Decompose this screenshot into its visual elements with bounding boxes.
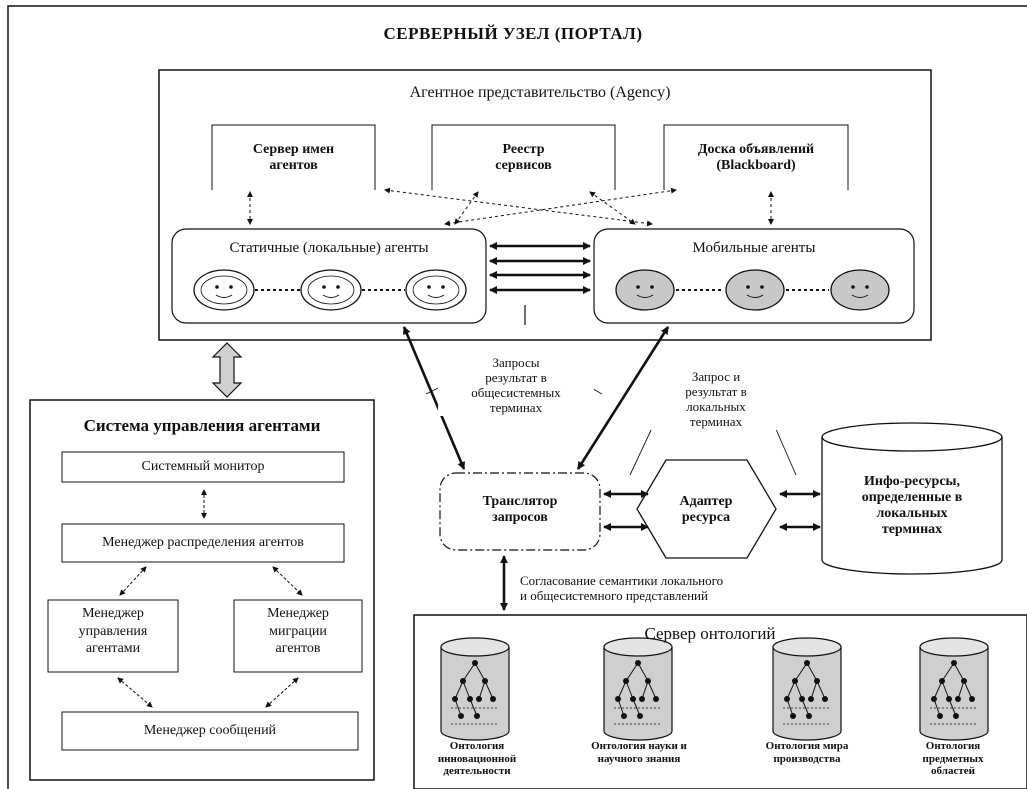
- agent-name-server-box: [211, 124, 376, 190]
- static-agents-box: [171, 228, 487, 324]
- agency-title: Агентное представительство (Agency): [409, 84, 671, 101]
- static-agent-face-icon: [405, 269, 467, 311]
- ams-title: Система управления агентами: [83, 416, 321, 435]
- message-manager-label: Менеджер сообщений: [143, 723, 277, 738]
- blackboard-label: Доска объявлений(Blackboard): [697, 142, 815, 174]
- ams-links: [117, 489, 303, 708]
- mobile-agent-face-icon: [615, 269, 675, 311]
- portal-title: СЕРВЕРНЫЙ УЗЕЛ (ПОРТАЛ): [383, 24, 643, 43]
- mobile-agents-label: Мобильные агенты: [692, 240, 816, 256]
- adapter-resources-link: [779, 490, 821, 531]
- system-monitor-label: Системный монитор: [141, 459, 265, 474]
- ontology-server-box: [413, 614, 1027, 789]
- static-agents-label: Статичные (локальные) агенты: [229, 240, 429, 256]
- system-monitor-box: [61, 451, 345, 483]
- portal-frame: [7, 5, 1027, 789]
- ontology-database-icon: [919, 637, 989, 741]
- agency-box: [158, 69, 932, 341]
- mobile-agent-face-icon: [830, 269, 890, 311]
- mobile-agents-box: [593, 228, 915, 324]
- ontology-database-icon: [772, 637, 842, 741]
- mobile-agent-face-icon: [725, 269, 785, 311]
- control-manager-box: [47, 599, 179, 673]
- static-agent-face-icon: [193, 269, 255, 311]
- translator-box: [439, 472, 601, 551]
- info-resources-cylinder: [821, 422, 1003, 575]
- ams-box: [29, 399, 375, 781]
- ontology-database-icon: [440, 637, 510, 741]
- adapter-hexagon: [636, 459, 777, 559]
- translator-adapter-link: [603, 490, 649, 531]
- static-mobile-link: [489, 242, 591, 294]
- ontology-server-title: Сервер онтологий: [644, 624, 776, 643]
- service-registry-box: [431, 124, 616, 190]
- service-agent-links: [247, 187, 774, 227]
- distribution-manager-box: [61, 523, 345, 563]
- distribution-manager-label: Менеджер распределения агентов: [102, 535, 304, 550]
- static-agent-face-icon: [300, 269, 362, 311]
- message-manager-box: [61, 711, 359, 751]
- agent-translator-links: [402, 326, 670, 470]
- ontology-database-icon: [603, 637, 673, 741]
- agency-ams-link-icon: [211, 342, 243, 398]
- migration-manager-box: [233, 599, 363, 673]
- blackboard-box: [663, 124, 849, 190]
